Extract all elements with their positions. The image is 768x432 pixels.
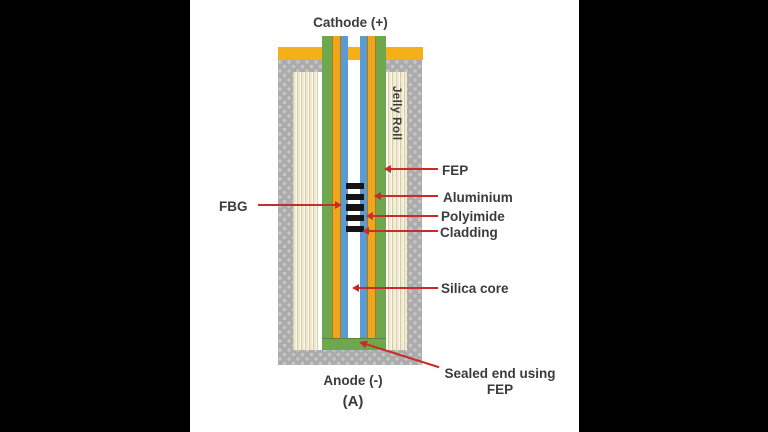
sealed-end-label-line1: Sealed end using <box>444 366 556 381</box>
cathode-cap <box>278 47 423 60</box>
silica-core-arrow <box>352 284 438 292</box>
fbg-label: FBG <box>219 199 248 214</box>
fbg-grating <box>346 183 364 232</box>
polyimide-label: Polyimide <box>441 209 505 224</box>
fbg-bar <box>346 214 364 222</box>
anode-label: Anode (-) <box>323 373 383 388</box>
fbg-bar <box>346 183 364 190</box>
polyimide-layer-left <box>341 36 348 338</box>
fbg-bar <box>346 204 364 211</box>
silica-core-label: Silica core <box>441 281 509 296</box>
aluminium-layer-right <box>367 36 376 338</box>
polyimide-arrow <box>366 212 438 220</box>
jelly-roll-label: Jelly Roll <box>390 86 402 141</box>
jelly-roll-left <box>293 72 318 350</box>
cathode-label: Cathode (+) <box>313 15 388 30</box>
fep-layer-right <box>376 36 386 338</box>
sealed-end-label: Sealed end using FEP <box>438 366 562 398</box>
aluminium-label: Aluminium <box>443 190 513 205</box>
aluminium-layer-left <box>332 36 341 338</box>
cladding-label: Cladding <box>440 225 498 240</box>
fbg-bar <box>346 193 364 201</box>
fep-arrow <box>384 165 438 173</box>
cladding-arrow <box>362 227 438 235</box>
jelly-roll-right <box>388 72 407 350</box>
fbg-arrow <box>258 201 342 209</box>
sealed-end-label-line2: FEP <box>486 382 514 398</box>
aluminium-arrow <box>374 192 438 200</box>
sealed-end-block <box>322 338 386 350</box>
fep-label: FEP <box>442 163 469 178</box>
fbg-bar <box>346 225 364 232</box>
fep-layer-left <box>322 36 332 338</box>
figure-caption: (A) <box>342 393 364 410</box>
